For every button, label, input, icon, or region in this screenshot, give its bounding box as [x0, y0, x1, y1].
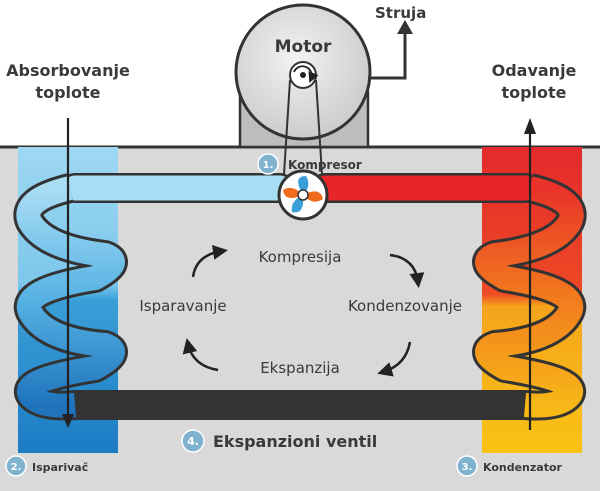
release-label-line2: toplote — [501, 83, 566, 102]
badge-isparivac: 2. Isparivač — [5, 455, 88, 477]
badge-number: 3. — [462, 462, 473, 473]
release-label-line1: Odavanje — [492, 61, 577, 80]
belt-left — [282, 79, 291, 191]
process-kompresija: Kompresija — [259, 248, 342, 266]
component-label-kompresor: Kompresor — [288, 158, 362, 172]
evaporator-coil — [13, 173, 128, 421]
motor-label: Motor — [275, 37, 332, 57]
compressor-fan — [277, 169, 329, 221]
cycle-arrow-ekspanzija-isparavanje-icon — [182, 338, 219, 372]
component-label-ekspanzioni-ventil: Ekspanzioni ventil — [213, 432, 377, 451]
badge-ekspanzioni-ventil: 4. Ekspanzioni ventil — [181, 429, 377, 453]
cycle-arrow-isparavanje-kompresija-icon — [191, 244, 228, 278]
struja-label: Struja — [375, 4, 426, 22]
badge-number: 1. — [263, 160, 274, 171]
component-label-kondenzator: Kondenzator — [483, 461, 563, 474]
power-arrow-icon — [397, 20, 413, 34]
power-line — [368, 30, 407, 80]
process-isparavanje: Isparavanje — [139, 297, 226, 315]
cycle-arrow-kompresija-kondenzovanje-icon — [389, 253, 425, 288]
badge-kondenzator: 3. Kondenzator — [456, 455, 563, 477]
belt-right — [315, 79, 324, 191]
process-kondenzovanje: Kondenzovanje — [348, 297, 462, 315]
absorb-arrow-icon — [62, 414, 74, 428]
process-ekspanzija: Ekspanzija — [260, 359, 340, 377]
condenser-coil — [472, 173, 587, 421]
cycle-arrow-kondenzovanje-ekspanzija-icon — [377, 341, 412, 377]
absorb-label-line1: Absorbovanje — [6, 61, 130, 80]
badge-kompresor: 1. Kompresor — [257, 153, 362, 175]
motor-shaft-center — [300, 72, 306, 78]
absorb-label-line2: toplote — [35, 83, 100, 102]
release-arrow-icon — [524, 118, 536, 134]
component-label-isparivac: Isparivač — [32, 461, 88, 474]
rotation-arrow-icon — [293, 65, 319, 83]
badge-number: 4. — [187, 435, 199, 448]
badge-number: 2. — [11, 462, 22, 473]
